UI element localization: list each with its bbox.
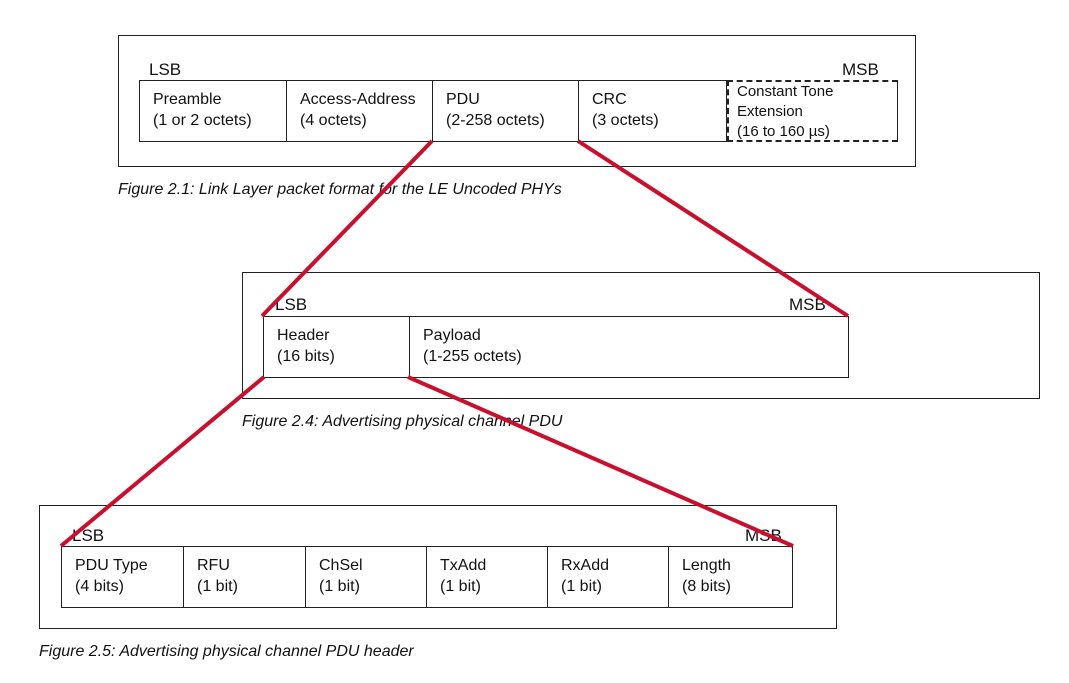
field-name: RFU — [197, 557, 230, 574]
fig2-lsb-label: LSB — [275, 295, 308, 314]
field-header: Header (16 bits) — [263, 316, 409, 378]
field-pdu-type: PDU Type (4 bits) — [61, 546, 183, 608]
field-size: (1-255 octets) — [423, 348, 522, 365]
field-name: Length — [682, 557, 731, 574]
field-name: ChSel — [319, 557, 363, 574]
field-name: Header — [277, 327, 330, 344]
field-length: Length (8 bits) — [668, 546, 793, 608]
field-size: (16 to 160 µs) — [737, 123, 830, 140]
field-size: (1 or 2 octets) — [153, 112, 252, 129]
field-constant-tone-extension: Constant Tone Extension (16 to 160 µs) — [727, 80, 898, 142]
field-size: (4 bits) — [75, 578, 124, 595]
field-size: (1 bit) — [319, 578, 360, 595]
field-size: (3 octets) — [592, 112, 659, 129]
field-txadd: TxAdd (1 bit) — [426, 546, 547, 608]
fig1-msb-label: MSB — [842, 60, 879, 79]
field-name: RxAdd — [561, 557, 610, 574]
field-size: (1 bit) — [561, 578, 602, 595]
field-name: Constant Tone — [737, 83, 834, 100]
field-name: Access-Address — [300, 91, 416, 108]
fig1-field-row: Preamble (1 or 2 octets) Access-Address … — [139, 80, 898, 142]
field-name: PDU Type — [75, 557, 148, 574]
field-name-line2: Extension — [737, 103, 803, 120]
field-name: TxAdd — [440, 557, 487, 574]
field-chsel: ChSel (1 bit) — [305, 546, 426, 608]
field-access-address: Access-Address (4 octets) — [286, 80, 432, 142]
field-name: Payload — [423, 327, 481, 344]
fig1-lsb-label: LSB — [149, 60, 182, 79]
field-payload: Payload (1-255 octets) — [409, 316, 849, 378]
fig3-field-row: PDU Type (4 bits) RFU (1 bit) ChSel (1 b… — [61, 546, 793, 608]
field-pdu: PDU (2-258 octets) — [432, 80, 578, 142]
field-size: (1 bit) — [440, 578, 481, 595]
fig2-msb-label: MSB — [789, 295, 826, 314]
field-size: (8 bits) — [682, 578, 731, 595]
field-size: (4 octets) — [300, 112, 367, 129]
field-crc: CRC (3 octets) — [578, 80, 727, 142]
fig3-caption: Figure 2.5: Advertising physical channel… — [39, 643, 414, 660]
fig2-field-row: Header (16 bits) Payload (1-255 octets) — [263, 316, 849, 378]
field-size: (1 bit) — [197, 578, 238, 595]
field-name: CRC — [592, 91, 627, 108]
fig3-lsb-label: LSB — [72, 526, 105, 545]
field-name: PDU — [446, 91, 480, 108]
fig2-caption: Figure 2.4: Advertising physical channel… — [242, 413, 563, 430]
fig3-msb-label: MSB — [745, 526, 782, 545]
field-name: Preamble — [153, 91, 222, 108]
field-rxadd: RxAdd (1 bit) — [547, 546, 668, 608]
field-rfu: RFU (1 bit) — [183, 546, 305, 608]
field-preamble: Preamble (1 or 2 octets) — [139, 80, 286, 142]
field-size: (16 bits) — [277, 348, 335, 365]
fig1-caption: Figure 2.1: Link Layer packet format for… — [118, 181, 562, 198]
field-size: (2-258 octets) — [446, 112, 545, 129]
